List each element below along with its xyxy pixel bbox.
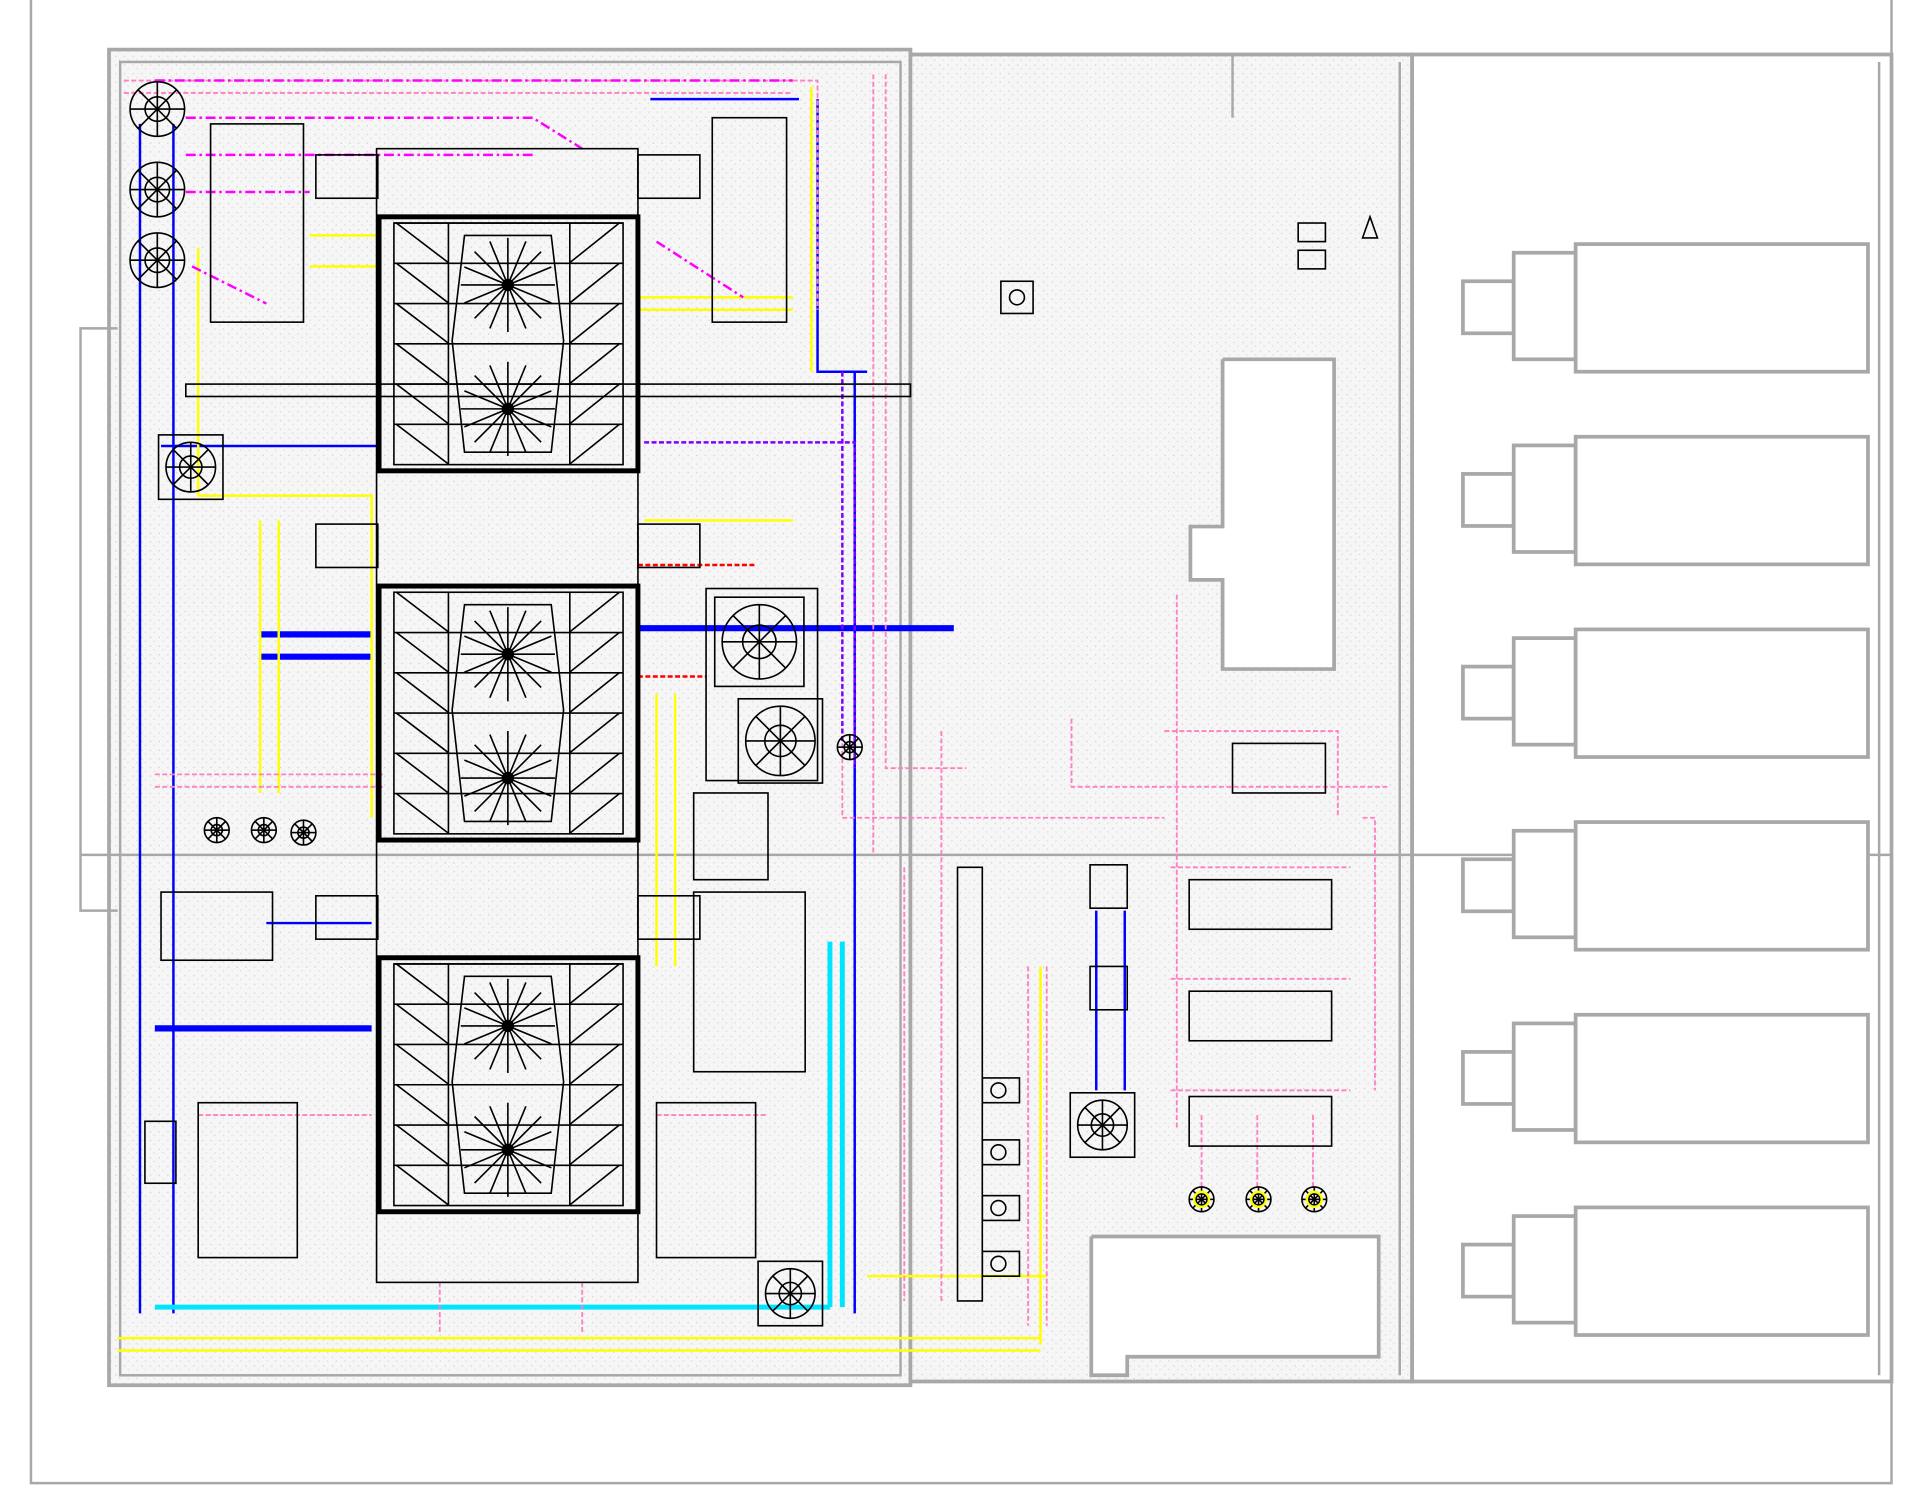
fans bbox=[129, 80, 1328, 1327]
chiller bbox=[315, 894, 701, 1215]
valve-icon bbox=[981, 1139, 1021, 1166]
generator bbox=[1461, 242, 1870, 374]
chiller bbox=[315, 523, 701, 843]
refrigerant-lines bbox=[637, 563, 756, 678]
drain-icon bbox=[1188, 1186, 1215, 1213]
gauge-icon bbox=[290, 819, 317, 846]
makeup-water-piping bbox=[154, 941, 845, 1310]
panel-icon bbox=[1297, 214, 1379, 270]
generator bbox=[1461, 1012, 1870, 1145]
fan-icon bbox=[737, 697, 824, 784]
chiller-fan-icon bbox=[460, 361, 555, 456]
fan-icon bbox=[713, 596, 805, 688]
chiller-fan-icon bbox=[460, 731, 555, 826]
drain-icon bbox=[1301, 1186, 1328, 1213]
pump-icon bbox=[315, 154, 379, 200]
exhaust-fan-icon bbox=[129, 161, 186, 218]
chiller bbox=[315, 154, 701, 474]
fan-icon bbox=[836, 733, 863, 761]
generator bbox=[1461, 434, 1870, 567]
pump-icon bbox=[637, 523, 701, 569]
gauge-icon bbox=[203, 816, 230, 844]
condenser-water-piping bbox=[117, 86, 1047, 1352]
floor-drain-icon bbox=[1000, 280, 1034, 315]
chiller-fan-icon bbox=[460, 978, 555, 1073]
exhaust-fan-icon bbox=[129, 80, 186, 138]
generator bbox=[1461, 820, 1870, 952]
generator bbox=[1461, 1205, 1870, 1337]
pump-icon bbox=[637, 154, 701, 200]
pump-icon bbox=[315, 523, 379, 569]
valve-icon bbox=[981, 1194, 1021, 1222]
chiller-fan-icon bbox=[460, 1102, 555, 1197]
chiller-fan-icon bbox=[460, 607, 555, 702]
exhaust-fan-icon bbox=[129, 232, 186, 289]
drain-icon bbox=[1245, 1186, 1272, 1213]
gauge-icon bbox=[250, 816, 278, 844]
shaft-opening bbox=[1188, 357, 1336, 671]
valve-icon bbox=[981, 1250, 1021, 1277]
generator-bank bbox=[1461, 242, 1870, 1337]
pump-icon bbox=[315, 894, 379, 940]
chiller-fan-icon bbox=[460, 237, 555, 333]
equipment bbox=[144, 116, 1333, 1302]
fan-icon bbox=[1069, 1091, 1136, 1159]
pump-icon bbox=[637, 894, 701, 940]
storage-room bbox=[1089, 1234, 1381, 1378]
vent-piping bbox=[644, 371, 856, 769]
fan-icon bbox=[757, 1260, 824, 1327]
fan-icon bbox=[157, 434, 224, 501]
valve-icon bbox=[981, 1077, 1021, 1104]
generator bbox=[1461, 627, 1870, 759]
